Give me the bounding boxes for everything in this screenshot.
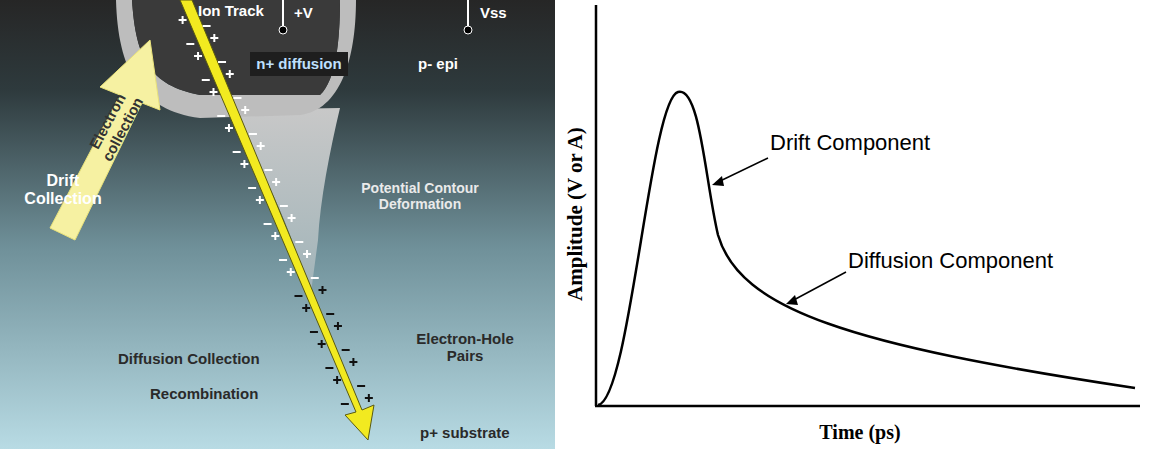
- charge-sign: [368, 394, 370, 402]
- charge-sign: [233, 97, 241, 99]
- charge-sign: [275, 178, 277, 186]
- charge-sign: [305, 304, 307, 312]
- charge-sign: [295, 241, 303, 243]
- x-axis: [595, 405, 1140, 408]
- charge-sign: [321, 340, 323, 348]
- charge-sign: [336, 376, 338, 384]
- y-axis: [595, 5, 598, 406]
- arrowhead: [712, 176, 724, 186]
- region-label: Electron-Hole Pairs: [410, 330, 520, 365]
- charge-sign: [243, 160, 245, 168]
- charge-sign: [291, 214, 293, 222]
- layer-label: p- epi: [418, 55, 498, 72]
- axis-title: Amplitude (V or A): [563, 109, 587, 319]
- terminal-dot: [279, 26, 287, 34]
- charge-sign: [280, 205, 288, 207]
- curve-label: Diffusion Component: [848, 248, 1088, 273]
- charge-sign: [290, 268, 292, 276]
- charge-sign: [248, 187, 256, 189]
- leader-line: [716, 158, 768, 183]
- charge-sign: [202, 79, 210, 81]
- terminal-label: +V: [294, 4, 334, 21]
- charge-sign: [182, 16, 184, 24]
- ion-track-arrow: [180, 0, 374, 440]
- layer-label: p+ substrate: [420, 424, 550, 441]
- charge-sign: [229, 70, 231, 78]
- ion-track-label: Ion Track: [198, 2, 298, 19]
- charge-sign: [212, 88, 214, 96]
- charge-sign: [337, 322, 339, 330]
- charge-sign: [264, 223, 272, 225]
- charge-sign: [294, 295, 302, 297]
- arrowhead: [786, 295, 798, 305]
- region-label: Recombination: [150, 385, 290, 402]
- charge-pairs: [179, 16, 373, 404]
- leader-line: [790, 272, 846, 302]
- curve-label: Drift Component: [770, 130, 970, 155]
- charge-sign: [310, 331, 318, 333]
- charge-sign: [244, 106, 246, 114]
- charge-sign: [342, 349, 350, 351]
- pulse-curve: [598, 92, 1135, 405]
- charge-sign: [274, 232, 276, 240]
- electron-collection-arrow: [50, 40, 160, 240]
- charge-sign: [203, 25, 211, 27]
- region-label: Diffusion Collection: [118, 350, 288, 367]
- charge-sign: [228, 124, 230, 132]
- charge-sign: [325, 367, 333, 369]
- terminal-dot: [464, 26, 472, 34]
- charge-sign: [357, 385, 365, 387]
- charge-sign: [264, 169, 272, 171]
- charge-sign: [341, 403, 349, 405]
- charge-sign: [217, 115, 225, 117]
- n-well-inner: [132, 0, 340, 95]
- charge-sign: [259, 196, 261, 204]
- charge-sign: [260, 142, 262, 150]
- charge-sign: [197, 52, 199, 60]
- charge-sign: [321, 286, 323, 294]
- axis-title: Time (ps): [790, 421, 930, 444]
- silicon-cross-section: [0, 0, 555, 449]
- region-label: Potential Contour Deformation: [340, 180, 500, 212]
- diffusion-label-box: [250, 52, 348, 76]
- charge-sign: [233, 151, 241, 153]
- charge-sign: [186, 43, 194, 45]
- charge-sign: [311, 277, 319, 279]
- charge-sign: [279, 259, 287, 261]
- charge-sign: [249, 133, 257, 135]
- charge-sign: [306, 250, 308, 258]
- diffusion-label: n+ diffusion: [250, 55, 348, 72]
- charge-sign: [352, 358, 354, 366]
- charge-sign: [213, 34, 215, 42]
- terminal-label: Vss: [480, 4, 530, 21]
- region-label: Drift Collection: [18, 172, 108, 209]
- charge-sign: [218, 61, 226, 63]
- charge-sign: [326, 313, 334, 315]
